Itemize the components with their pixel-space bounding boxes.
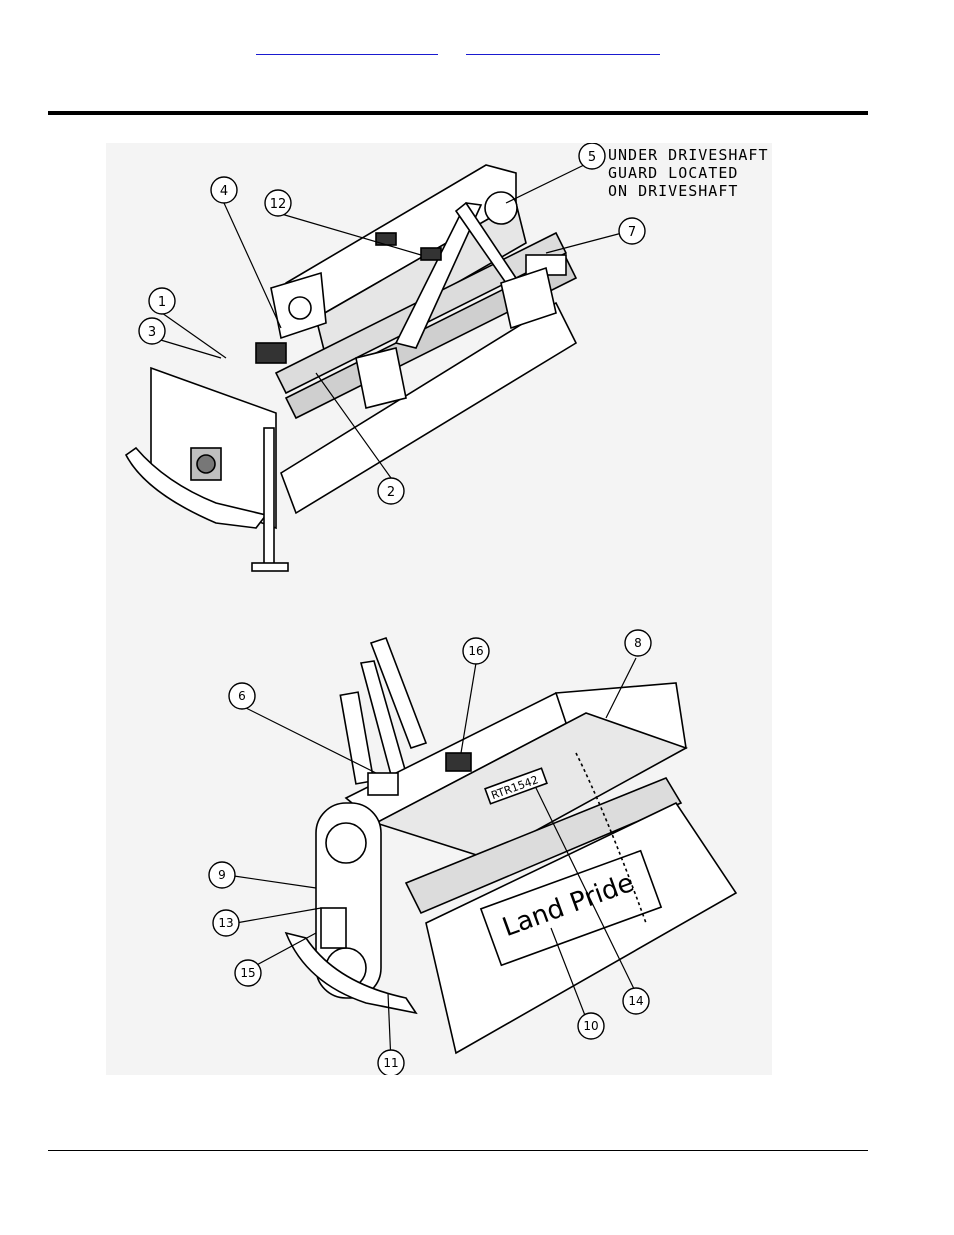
callout-8: 8 <box>634 636 642 650</box>
note-line-2: GUARD LOCATED <box>608 164 738 182</box>
callout-10: 10 <box>583 1019 598 1033</box>
callout-16: 16 <box>468 644 483 658</box>
tiller-front-drawing: Land Pride RTR1542 6 8 <box>106 603 772 1075</box>
callout-2: 2 <box>387 485 395 500</box>
callout-14: 14 <box>628 994 643 1008</box>
callout-13: 13 <box>218 916 233 930</box>
callout-4: 4 <box>220 184 228 199</box>
header-link-1[interactable] <box>256 38 438 55</box>
tiller-rear-view-figure: 1 2 3 4 5 7 12 <box>106 143 772 603</box>
callout-5: 5 <box>588 150 596 165</box>
callout-6: 6 <box>238 689 246 703</box>
footer-rule <box>48 1150 868 1151</box>
callout-1: 1 <box>158 295 166 310</box>
tiller-rear-drawing: 1 2 3 4 5 7 12 <box>106 143 772 603</box>
callout-11: 11 <box>383 1056 398 1070</box>
note-line-1: UNDER DRIVESHAFT <box>608 146 769 164</box>
driveshaft-note: UNDER DRIVESHAFT GUARD LOCATED ON DRIVES… <box>608 146 769 200</box>
header-link-2[interactable] <box>466 38 660 55</box>
callout-15: 15 <box>240 966 255 980</box>
callout-7: 7 <box>628 225 636 240</box>
callout-9: 9 <box>218 868 226 882</box>
note-line-3: ON DRIVESHAFT <box>608 182 738 200</box>
header-rule <box>48 111 868 115</box>
tiller-front-view-figure: Land Pride RTR1542 6 8 <box>106 603 772 1075</box>
callout-12: 12 <box>270 197 287 212</box>
callout-3: 3 <box>148 325 156 340</box>
